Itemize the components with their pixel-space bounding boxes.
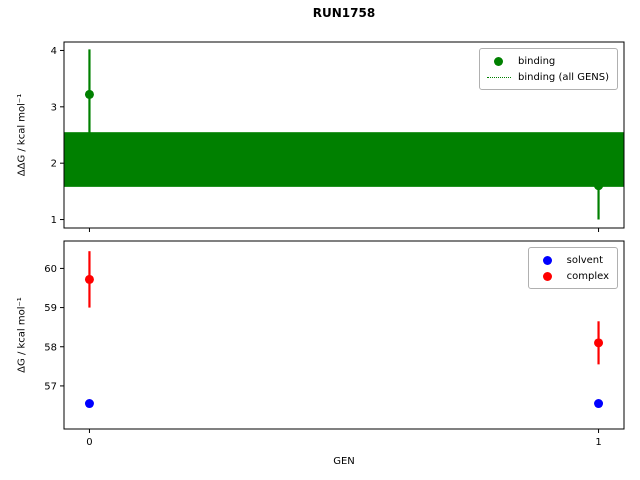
ylabel-dg: ΔG / kcal mol⁻¹ (16, 297, 28, 373)
y-tick-label: 2 (51, 159, 57, 170)
solvent-point-1 (594, 399, 604, 409)
y-tick-label: 4 (51, 46, 57, 57)
y-tick-label: 60 (44, 264, 57, 275)
legend-label: solvent (566, 254, 604, 266)
complex-marker-icon (535, 271, 561, 281)
y-tick-label: 57 (44, 381, 57, 392)
complex-point-1 (594, 338, 604, 348)
binding-marker-icon (486, 56, 512, 66)
binding-point-0 (84, 89, 94, 99)
figure-title: RUN1758 (312, 6, 376, 20)
xlabel-gen: GEN (333, 456, 355, 467)
axes-frame-dg-panel (63, 240, 625, 430)
legend-label: binding (517, 55, 556, 67)
solvent-marker-icon (535, 255, 561, 265)
ylabel-binding: ΔΔG / kcal mol⁻¹ (16, 93, 28, 177)
binding-point-1 (594, 181, 604, 191)
legend-dg: solvent complex (527, 247, 618, 289)
y-tick-label: 58 (44, 342, 57, 353)
legend-label: binding (all GENS) (517, 71, 609, 83)
solvent-point-0 (84, 399, 94, 409)
complex-point-0 (84, 274, 94, 284)
legend-binding: binding binding (all GENS) (478, 48, 618, 90)
dotted-line-icon (486, 76, 512, 78)
x-tick-label: 0 (86, 437, 92, 448)
y-tick-label: 3 (51, 102, 57, 113)
legend-entry-binding: binding (486, 53, 609, 69)
y-tick-label: 1 (51, 215, 57, 226)
x-tick-label: 1 (595, 437, 601, 448)
y-tick-label: 59 (44, 303, 57, 314)
legend-entry-solvent: solvent (535, 252, 609, 268)
legend-entry-binding-all-gens: binding (all GENS) (486, 69, 609, 85)
axes-frame-binding-panel (63, 41, 625, 229)
legend-entry-complex: complex (535, 268, 609, 284)
legend-label: complex (566, 270, 609, 282)
